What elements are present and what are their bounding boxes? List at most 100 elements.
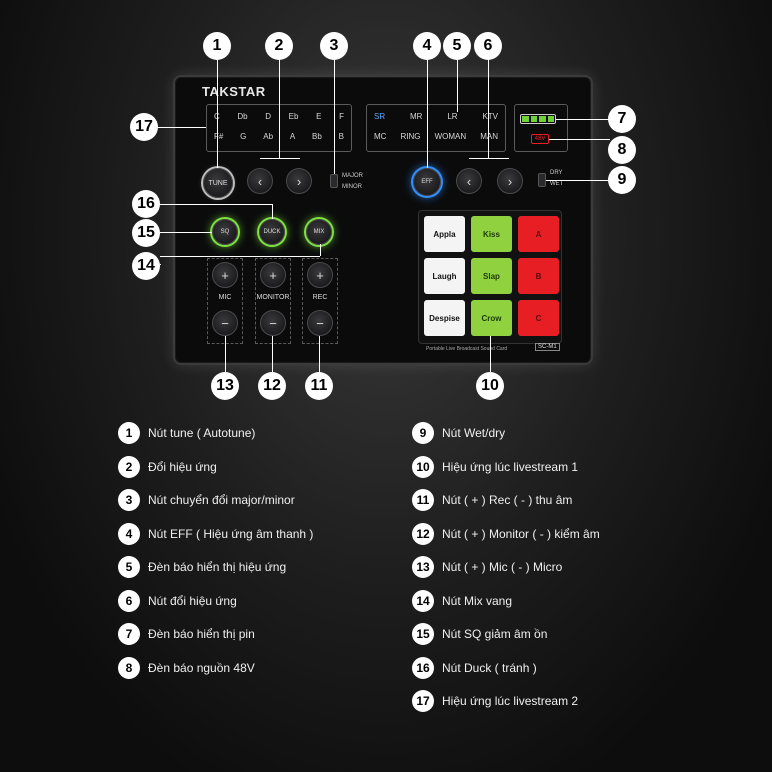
leader-7 [556,119,610,120]
key-fsharp: F# [214,132,224,141]
minus-icon: − [221,315,229,331]
mix-button[interactable]: MIX [306,219,332,245]
rec-minus-button[interactable]: − [307,310,333,336]
legend-number: 14 [412,589,434,612]
pad-despise[interactable]: Despise [424,300,465,336]
rec-label: REC [312,294,328,301]
legend-number: 11 [412,489,434,511]
mic-plus-button[interactable]: + [212,262,238,288]
legend-text: Đổi hiệu ứng [148,459,217,474]
leader-5 [457,58,458,112]
legend-number: 3 [118,489,140,511]
legend-number: 6 [118,589,140,612]
monitor-minus-button[interactable]: − [260,310,286,336]
key-next-button[interactable]: › [286,168,312,194]
leader-3 [334,58,335,174]
callout-4: 4 [413,32,441,60]
sq-button[interactable]: SQ [212,219,238,245]
leader-11 [319,336,320,372]
callout-17: 17 [130,113,158,141]
leader-1 [217,58,218,168]
effect-ktv: KTV [482,112,498,121]
plus-icon: + [316,267,324,283]
legend-item-6: 6 Nút đổi hiệu ứng [118,589,408,612]
tune-button[interactable]: TUNE [203,168,233,198]
pad-b[interactable]: B [518,258,559,294]
plus-icon: + [221,267,229,283]
pad-slap[interactable]: Slap [471,258,512,294]
wet-dry-switch[interactable] [538,173,546,187]
plus-icon: + [269,267,277,283]
legend-number: 8 [118,656,140,679]
callout-1: 1 [203,32,231,60]
leader-8 [549,139,610,140]
leader-2-branch [260,158,300,159]
brand-logo: TAKSTAR [202,84,266,99]
leader-15 [160,232,212,233]
chevron-right-icon: › [507,173,513,189]
pad-c[interactable]: C [518,300,559,336]
pad-a[interactable]: A [518,216,559,252]
callout-6: 6 [474,32,502,60]
legend-number: 2 [118,455,140,478]
legend-text: Hiệu ứng lúc livestream 1 [442,459,579,474]
major-minor-switch[interactable] [330,174,338,188]
legend-text: Đèn báo hiển thị hiệu ứng [148,560,287,574]
effect-man: MAN [480,132,498,141]
major-label: MAJOR [342,173,363,179]
pad-laugh[interactable]: Laugh [424,258,465,294]
key-d: D [265,112,272,121]
duck-button[interactable]: DUCK [259,219,285,245]
legend-text: Nút Duck ( tránh ) [442,660,537,675]
pad-appla[interactable]: Appla [424,216,465,252]
legend-text: Nút Mix vang [442,593,513,608]
key-e: E [316,112,322,121]
key-c: C [214,112,220,121]
callout-5: 5 [443,32,471,60]
key-a: A [289,132,296,141]
keys-row-1: C Db D Eb E F [214,112,344,121]
pad-kiss[interactable]: Kiss [471,216,512,252]
monitor-plus-button[interactable]: + [260,262,286,288]
leader-12 [272,336,273,372]
callout-2: 2 [265,32,293,60]
legend-text: Hiệu ứng lúc livestream 2 [442,694,579,708]
mic-minus-button[interactable]: − [212,310,238,336]
key-eb: Eb [288,112,299,121]
callout-8: 8 [608,136,636,164]
effect-prev-button[interactable]: ‹ [456,168,482,194]
battery-indicator [520,114,556,124]
eff-button[interactable]: EFF [413,168,441,196]
leader-16-drop [272,204,273,219]
callout-3: 3 [320,32,348,60]
mix-label: MIX [313,229,325,235]
effect-next-button[interactable]: › [497,168,523,194]
legend-number: 12 [412,522,434,545]
eff-label: EFF [421,179,433,185]
key-b: B [338,132,344,141]
callout-11: 11 [305,372,333,400]
effect-mc: MC [374,132,387,141]
callout-12: 12 [258,372,286,400]
legend-number: 7 [118,623,140,645]
effect-mr: MR [410,112,423,121]
minor-label: MINOR [342,184,362,190]
rec-plus-button[interactable]: + [307,262,333,288]
dry-label: DRY [550,170,563,176]
legend-text: Nút ( + ) Mic ( - ) Micro [442,560,563,574]
legend-text: Nút đổi hiệu ứng [148,593,237,608]
legend-item-14: 14 Nút Mix vang [412,589,702,612]
legend-number: 13 [412,556,434,578]
pad-crow[interactable]: Crow [471,300,512,336]
legend-text: Nút Wet/dry [442,426,506,440]
key-prev-button[interactable]: ‹ [247,168,273,194]
